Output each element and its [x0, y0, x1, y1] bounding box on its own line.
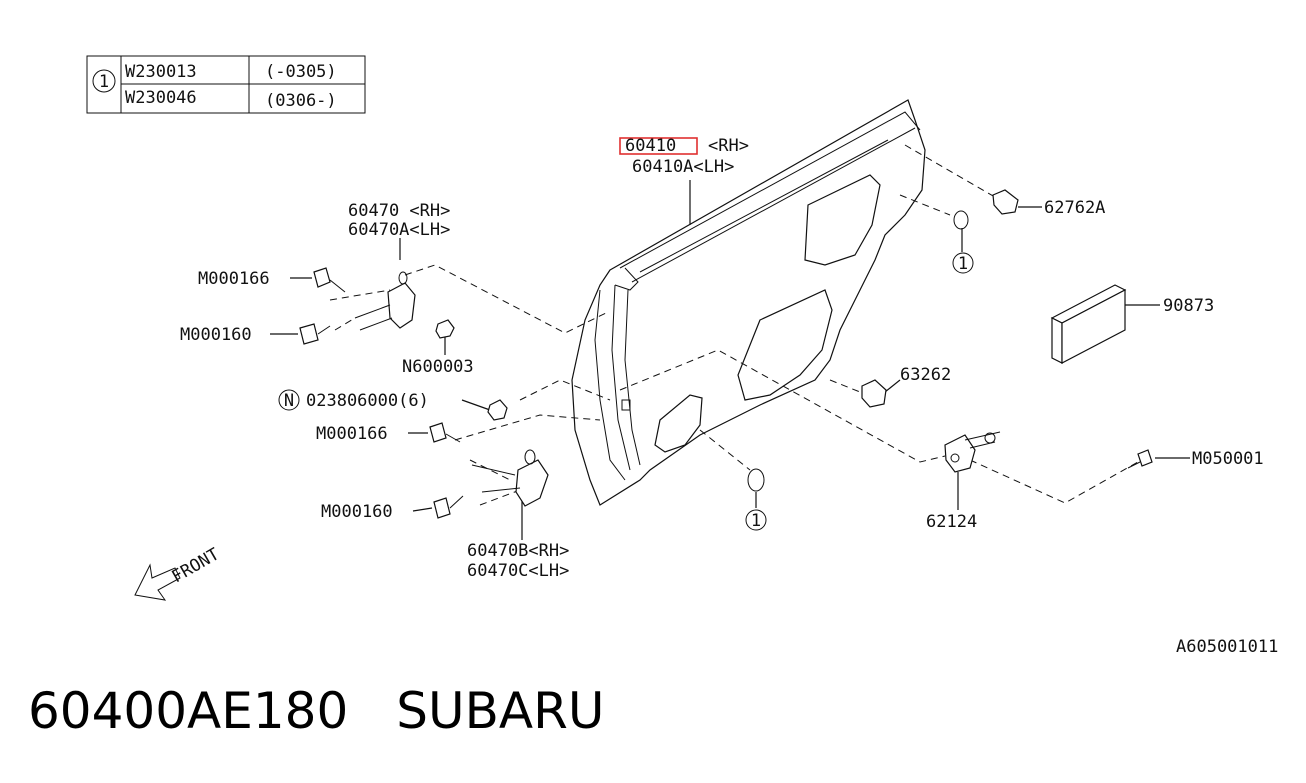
hardware-parts — [299, 189, 1153, 519]
callout-hinge-lower-rh: 60470B<RH> — [467, 541, 569, 561]
nut-n-marker-circle — [278, 389, 300, 411]
table-marker: 1 — [99, 72, 109, 92]
callout-door-panel-rh: 60410 — [625, 136, 676, 156]
callout-door-panel-lh: 60410A<LH> — [632, 157, 734, 177]
callout-bolt-upper-2: M000160 — [180, 325, 252, 345]
table-row-code: W230046 — [125, 88, 197, 108]
callout-clip-top: 62762A — [1044, 198, 1105, 218]
highlight-box — [619, 137, 698, 155]
brand-name: SUBARU — [396, 682, 605, 740]
callout-nut-upper: N600003 — [402, 357, 474, 377]
clip-icon — [992, 189, 1019, 215]
plug-marker-top-circle — [952, 252, 974, 274]
callout-door-panel-rh-side: <RH> — [708, 136, 749, 156]
plug-icon — [747, 468, 765, 492]
callout-bolt-upper-1: M000166 — [198, 269, 270, 289]
front-label: FRONT — [169, 544, 223, 587]
plug-marker-bottom: 1 — [751, 511, 761, 531]
callout-hinge-upper-rh: 60470 <RH> — [348, 201, 450, 221]
front-arrow: FRONT — [134, 544, 223, 601]
bolt-icon — [433, 497, 451, 519]
table-marker-circle — [92, 69, 116, 93]
callout-hinge-upper-lh: 60470A<LH> — [348, 220, 450, 240]
bolt-icon — [299, 323, 319, 345]
callout-pad: 90873 — [1163, 296, 1214, 316]
callout-bumper: 63262 — [900, 365, 951, 385]
nut-n-marker: N — [284, 391, 294, 411]
figure-id: A605001011 — [1176, 637, 1278, 657]
plug-marker-bottom-circle — [745, 509, 767, 531]
door-panel-drawing — [571, 99, 926, 506]
plug-marker-top: 1 — [958, 254, 968, 274]
striker-icon — [944, 431, 1001, 473]
lower-hinge — [515, 459, 549, 507]
nut-icon — [435, 319, 455, 339]
callout-striker: 62124 — [926, 512, 977, 532]
plug-icon — [953, 210, 969, 230]
table-row-code: W230013 — [125, 62, 197, 82]
screw-icon — [1137, 449, 1153, 467]
callout-labels: 60410 <RH> 60410A<LH> 60470 <RH> 60470A<… — [180, 136, 1278, 657]
bolt-icon — [313, 267, 331, 288]
leader-lines — [270, 144, 1190, 540]
part-number: 60400AE180 — [28, 682, 349, 740]
nut-icon — [487, 399, 508, 421]
bumper-icon — [861, 379, 887, 408]
applicability-table: 1 W230013 (-0305) W230046 (0306-) — [86, 55, 366, 114]
callout-bolt-lower-1: M000166 — [316, 424, 388, 444]
callout-nut-n: 023806000(6) — [306, 391, 429, 411]
callout-hinge-lower-lh: 60470C<LH> — [467, 561, 569, 581]
pad-icon — [1050, 284, 1127, 364]
upper-hinge — [387, 282, 416, 329]
callout-screw: M050001 — [1192, 449, 1264, 469]
callout-bolt-lower-2: M000160 — [321, 502, 393, 522]
table-row-range: (-0305) — [265, 62, 337, 82]
table-row-range: (0306-) — [265, 91, 337, 111]
bolt-icon — [429, 422, 447, 443]
part-footer: 60400AE180 SUBARU — [28, 682, 604, 740]
